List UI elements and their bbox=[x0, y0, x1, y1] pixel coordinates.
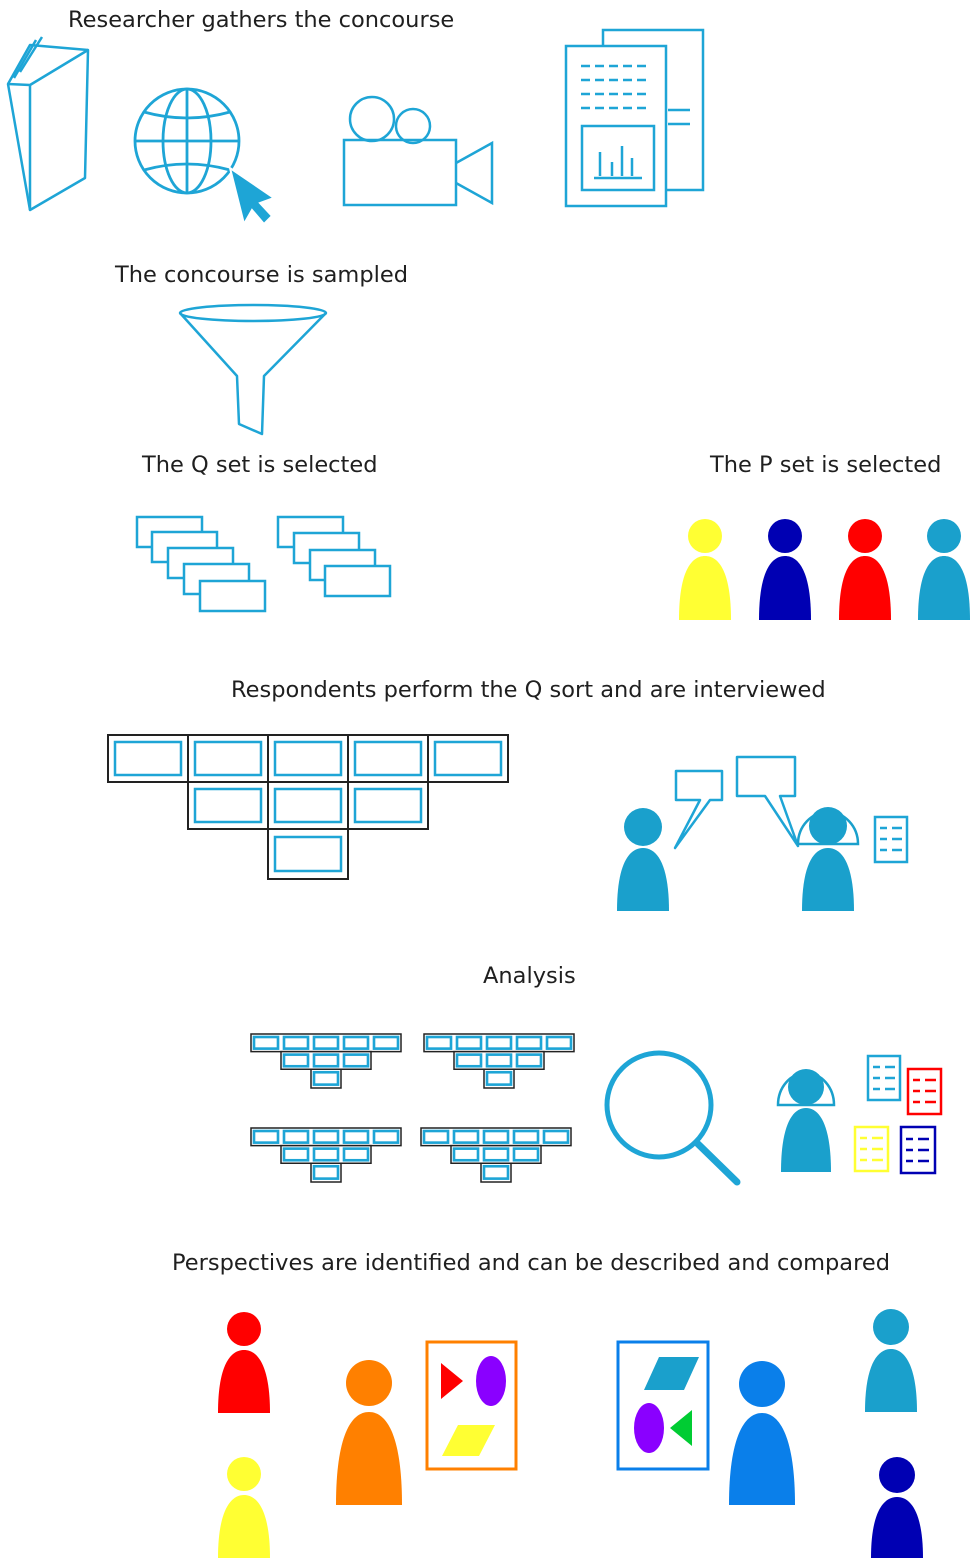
q-set-card-stack bbox=[135, 515, 267, 613]
magnifier-icon bbox=[604, 1050, 741, 1186]
step-sample-label: The concourse is sampled bbox=[115, 262, 408, 288]
person-icon bbox=[679, 519, 731, 620]
q-set-card-stack bbox=[276, 515, 392, 598]
notes-icon bbox=[853, 1125, 890, 1173]
report-documents-icon bbox=[564, 28, 705, 208]
step-analysis-label: Analysis bbox=[483, 963, 576, 989]
speech-bubble-icon bbox=[673, 769, 724, 850]
step-sort-label: Respondents perform the Q sort and are i… bbox=[231, 677, 826, 703]
q-sort-grid-icon bbox=[423, 1033, 575, 1089]
person-icon bbox=[218, 1457, 270, 1558]
funnel-icon bbox=[178, 303, 328, 436]
step-perspectives-label: Perspectives are identified and can be d… bbox=[172, 1250, 890, 1276]
person-icon bbox=[759, 519, 811, 620]
step-p-set-label: The P set is selected bbox=[710, 452, 942, 478]
interviewee-icon bbox=[617, 808, 669, 911]
notes-icon bbox=[906, 1067, 943, 1116]
person-icon bbox=[839, 519, 891, 620]
interviewer-icon bbox=[796, 807, 860, 911]
notes-icon bbox=[873, 815, 909, 864]
step-q-set-label: The Q set is selected bbox=[142, 452, 378, 478]
person-icon bbox=[865, 1309, 917, 1412]
step-gather-label: Researcher gathers the concourse bbox=[68, 7, 455, 33]
book-icon bbox=[6, 36, 90, 212]
globe-cursor-icon bbox=[133, 87, 277, 227]
q-sort-grid-icon bbox=[250, 1033, 402, 1089]
video-camera-icon bbox=[342, 95, 494, 207]
person-icon bbox=[918, 519, 970, 620]
person-icon bbox=[729, 1361, 795, 1505]
person-icon bbox=[336, 1360, 402, 1505]
perspective-card-icon bbox=[425, 1340, 518, 1471]
notes-icon bbox=[899, 1125, 937, 1175]
person-icon bbox=[218, 1312, 270, 1413]
person-icon bbox=[871, 1457, 923, 1558]
q-sort-grid-icon bbox=[420, 1127, 572, 1183]
q-sort-grid-icon bbox=[107, 734, 509, 880]
perspective-card-icon bbox=[616, 1340, 710, 1471]
notes-icon bbox=[866, 1054, 902, 1102]
speech-bubble-icon bbox=[735, 755, 800, 848]
analyst-icon bbox=[776, 1069, 836, 1172]
q-sort-grid-icon bbox=[250, 1127, 402, 1183]
